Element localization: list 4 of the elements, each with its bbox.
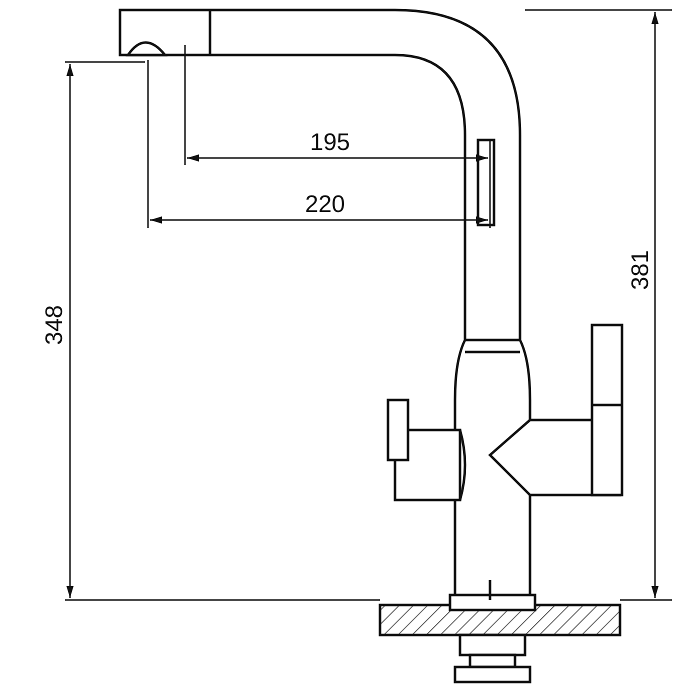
dimension-label: 348 <box>41 304 68 346</box>
dimension-label: 220 <box>304 191 346 218</box>
dimension-label: 195 <box>310 129 350 156</box>
dimension-label: 381 <box>627 250 654 290</box>
